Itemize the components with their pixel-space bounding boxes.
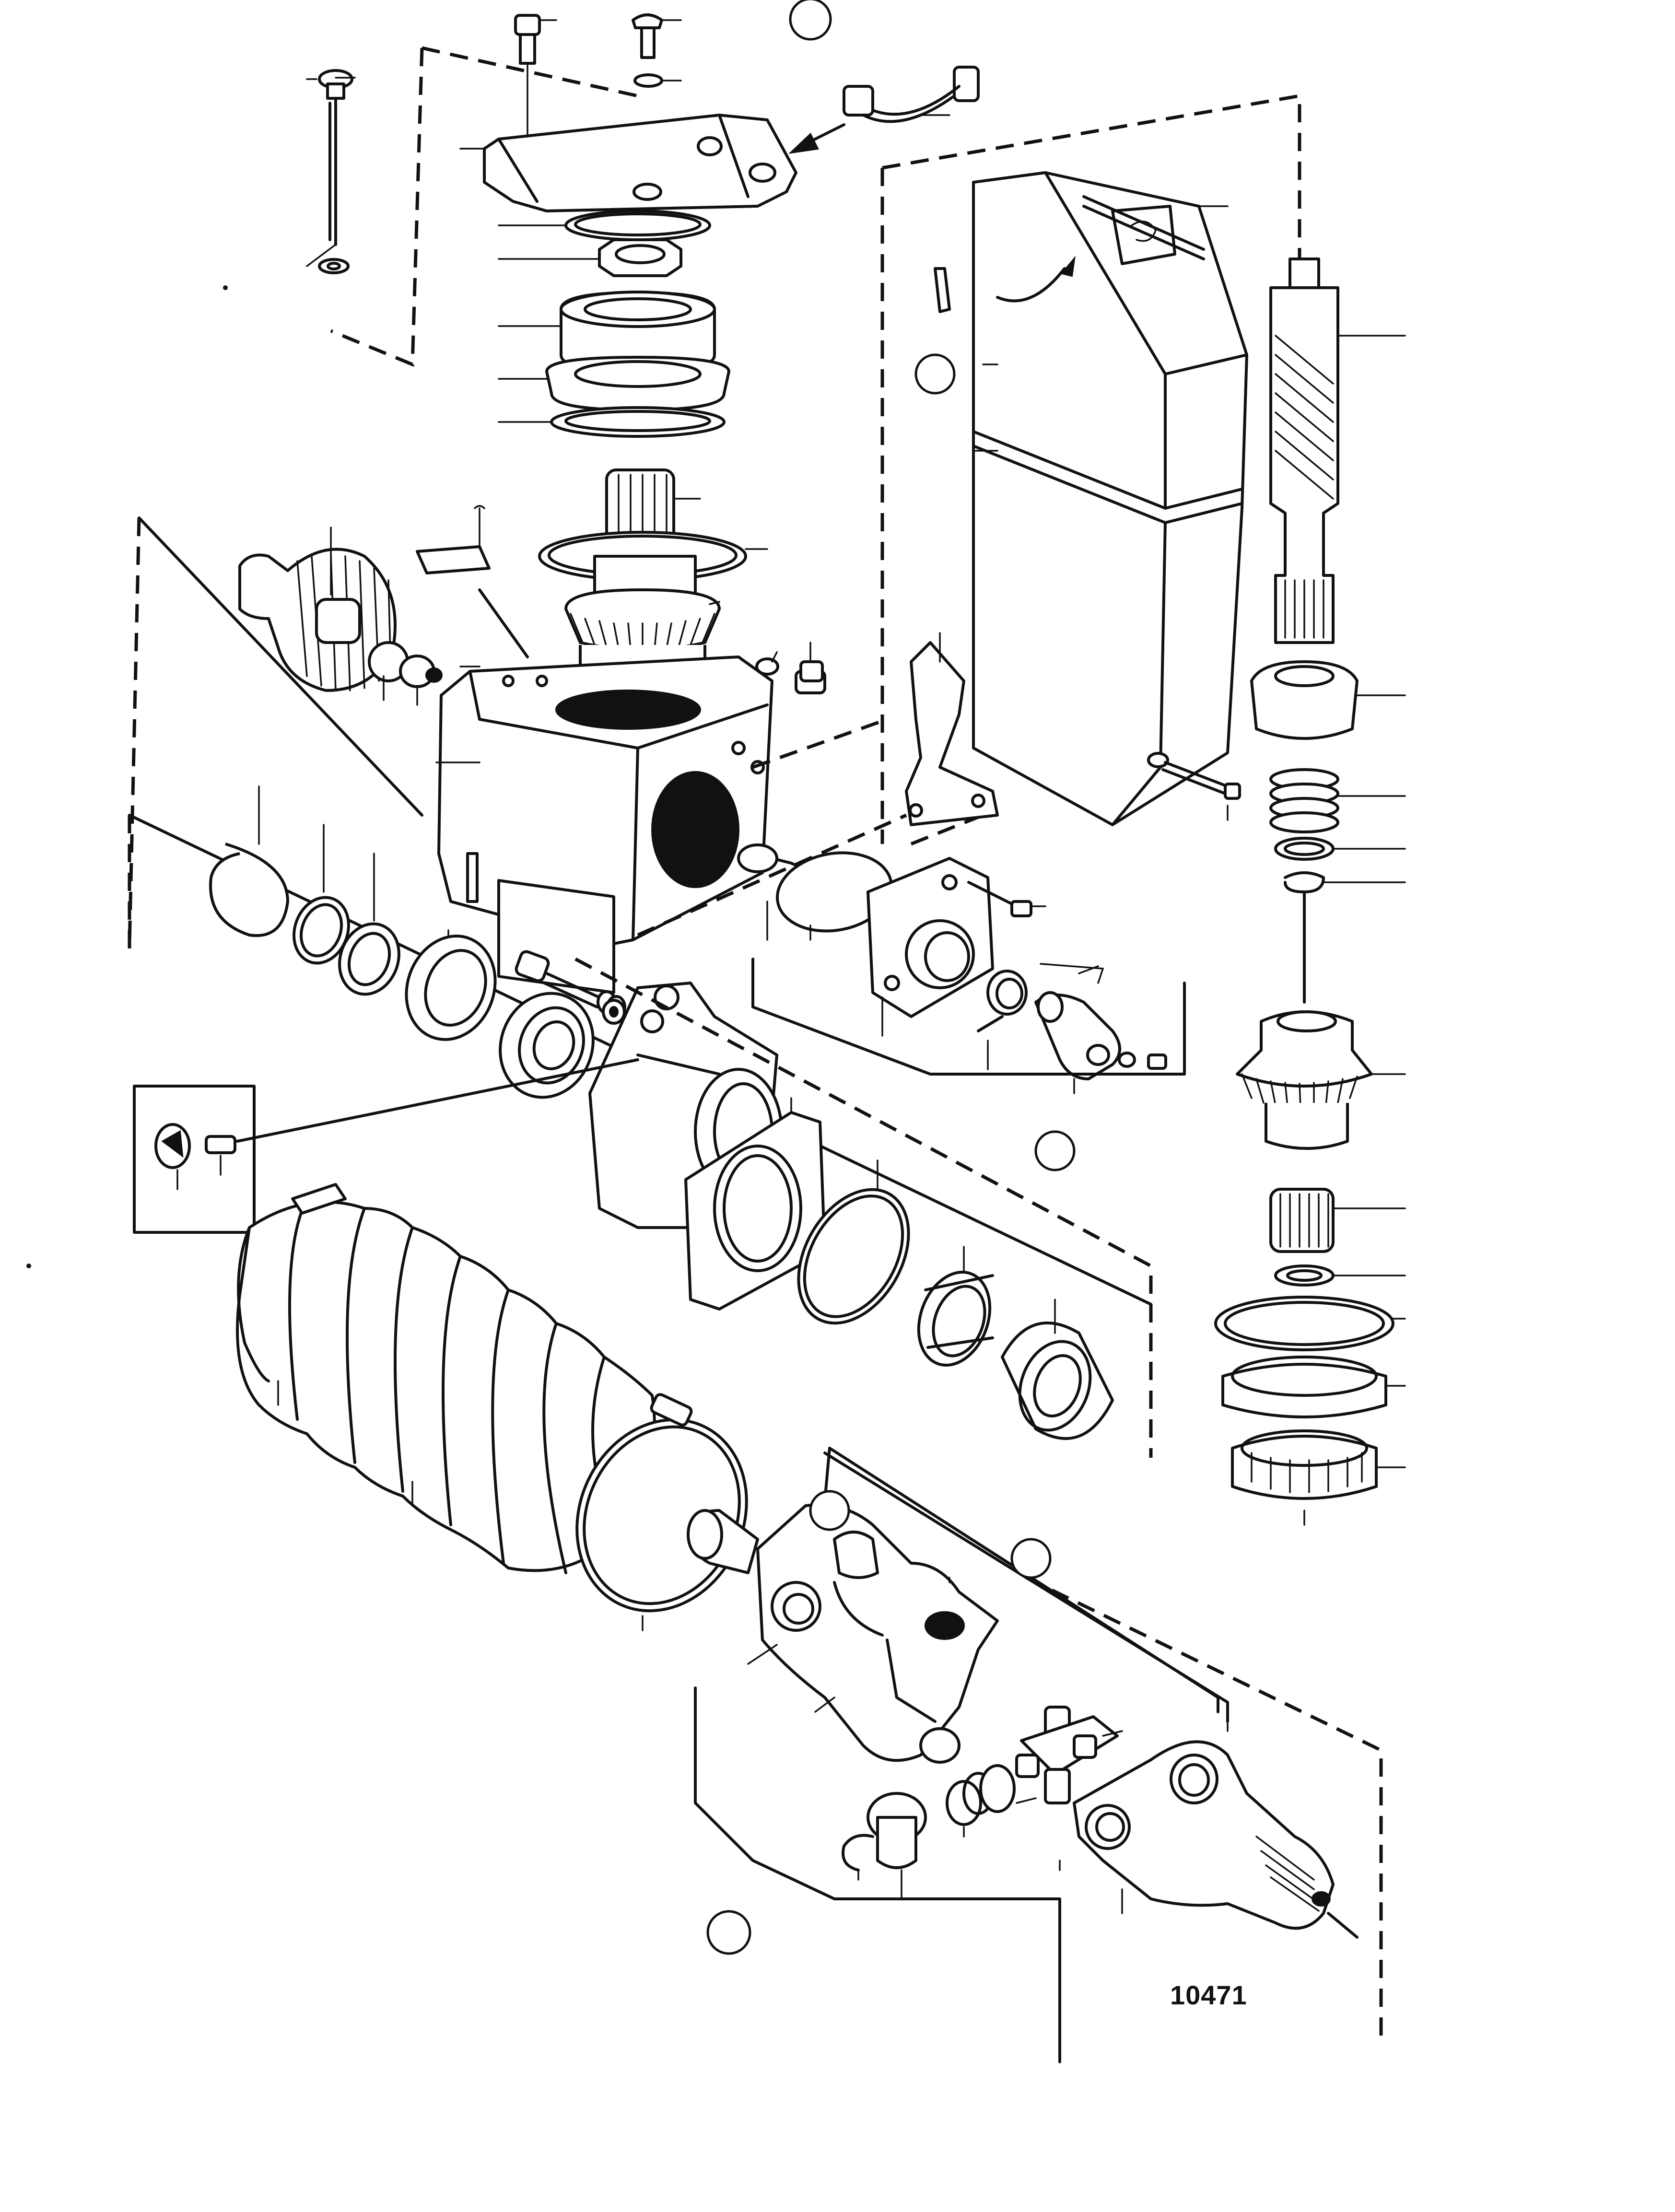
connector-plug-part xyxy=(843,66,980,123)
identification-tag-part xyxy=(416,505,529,658)
housing-screw-washer-part xyxy=(755,642,826,694)
shaft-spring-part xyxy=(1269,768,1406,833)
vertical-shaft-assembly xyxy=(1214,257,1406,1526)
shaft-o-ring xyxy=(1214,1296,1394,1351)
housing-label-plate xyxy=(497,879,615,994)
housing-top-bore xyxy=(555,690,701,730)
outer-cover-assembly xyxy=(880,94,1301,844)
pinion-gear-assembly xyxy=(128,516,480,945)
bearing-race-part xyxy=(498,356,730,411)
detail-inset-frame xyxy=(133,1085,256,1234)
shaft-snap-ring xyxy=(1284,871,1325,893)
u-joint-circlip xyxy=(842,1834,874,1872)
hose-clamp-part xyxy=(575,1393,748,1631)
drawing-number: 10471 xyxy=(1170,1980,1247,2010)
callout-circle xyxy=(706,1910,751,1955)
callout-circle xyxy=(914,353,956,395)
callout-circle xyxy=(1034,1130,1076,1171)
vertical-shaft-part xyxy=(1269,257,1406,644)
upper-bearing-part xyxy=(498,291,716,373)
shift-bracket-part xyxy=(905,641,999,826)
tapered-roller-bearing-part xyxy=(1231,1429,1406,1500)
callout-circle xyxy=(789,0,832,41)
drive-shaft-seal xyxy=(405,935,497,1041)
seal-stack-assembly xyxy=(128,785,1152,1306)
lower-bevel-gear-part xyxy=(1236,1010,1406,1150)
u-joint-parts-assembly xyxy=(694,1447,1383,2063)
roller-bearing-right-part xyxy=(1001,1299,1114,1440)
shift-mechanism-assembly xyxy=(737,632,1186,1094)
callout-circle xyxy=(1010,1538,1052,1579)
top-cover-group-bracket xyxy=(330,46,638,367)
gear-housing-assembly xyxy=(416,505,984,994)
u-joint-bearing-cap-part xyxy=(867,1764,1037,1900)
flange-bolt-part xyxy=(515,950,626,1025)
housing-side-bore xyxy=(651,771,739,888)
cover-nut-part xyxy=(498,238,682,277)
needle-bearing-upper-part xyxy=(605,468,701,548)
callout-circles xyxy=(706,0,1076,1955)
bearing-cup-part xyxy=(1221,1356,1406,1418)
needle-bearing-lower-part xyxy=(1269,1188,1406,1253)
callout-circle xyxy=(809,1490,850,1531)
top-cover-housing xyxy=(459,114,797,212)
ball-bearing-left-part xyxy=(499,992,595,1099)
u-joint-spider-part xyxy=(1015,1706,1123,1804)
circlip-part xyxy=(209,843,289,937)
cover-screw-right xyxy=(632,13,682,88)
shaft-bearing-housing-part xyxy=(1250,660,1406,740)
cover-decal xyxy=(1111,205,1176,265)
double-lip-seal-part xyxy=(917,1246,994,1367)
long-bolt-part xyxy=(306,69,356,274)
universal-joint-assembly xyxy=(687,1447,1229,1764)
cover-screw-left xyxy=(514,14,557,140)
detail-inset xyxy=(133,1058,639,1234)
output-bearing-assembly xyxy=(574,957,1153,1458)
top-cover-assembly xyxy=(306,13,980,687)
outer-cover-part xyxy=(972,171,1248,826)
flange-housing-assembly xyxy=(588,982,910,1325)
